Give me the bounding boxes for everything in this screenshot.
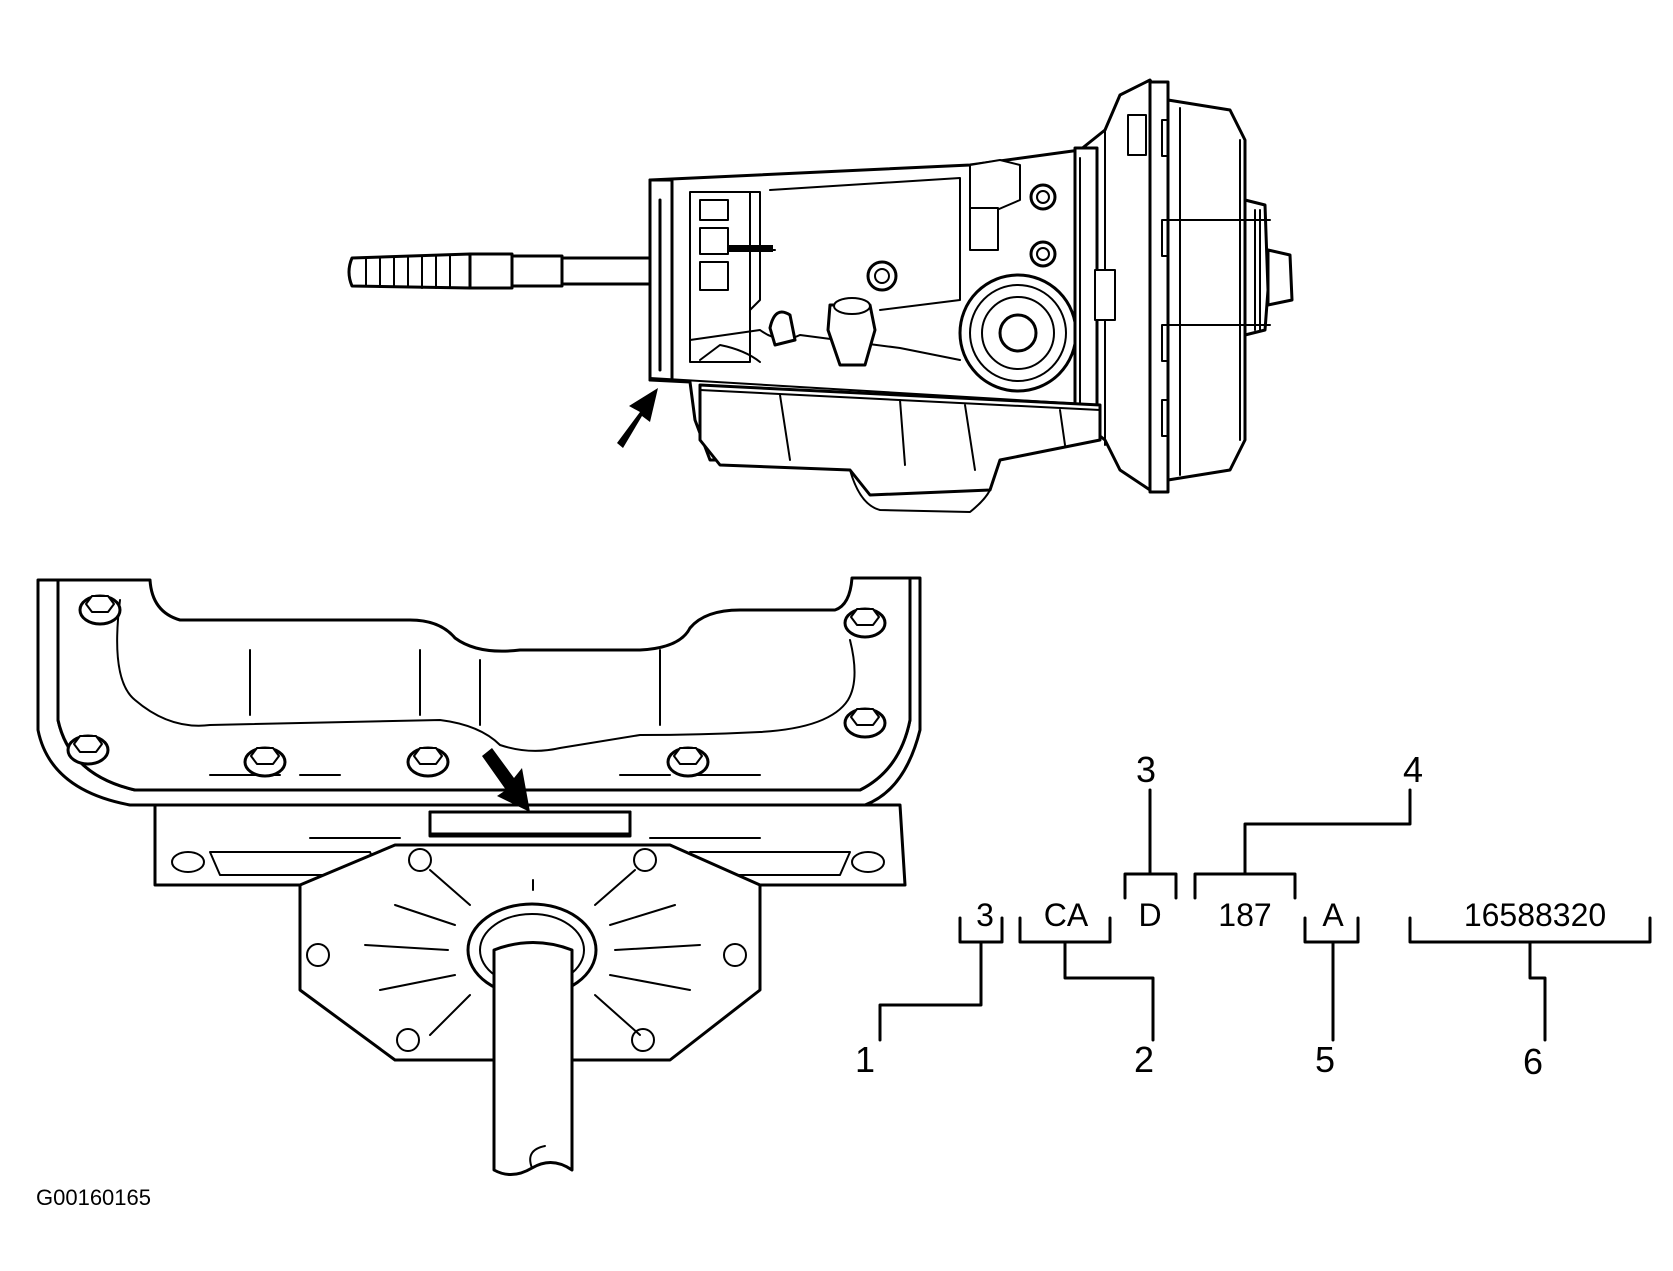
transmission-rear-view — [36, 576, 922, 1176]
oil-pan — [649, 377, 1102, 513]
callout-3: 3 — [1136, 749, 1156, 790]
code-segment-3: D — [1138, 897, 1161, 933]
location-arrow-top — [617, 388, 658, 448]
callout-4: 4 — [1403, 749, 1423, 790]
code-segment-1: 3 — [976, 897, 994, 933]
code-segment-2: CA — [1044, 897, 1089, 933]
pan-bolts — [66, 594, 887, 778]
callout-5: 5 — [1315, 1039, 1335, 1080]
transmission-side-view — [347, 78, 1294, 513]
output-shaft — [347, 252, 654, 290]
id-code-breakdown: 3 CA D 187 A 16588320 1 2 3 4 5 6 — [855, 749, 1652, 1082]
radial-ribs — [364, 869, 701, 1036]
code-segment-4: 187 — [1218, 897, 1271, 933]
code-segment-6: 16588320 — [1464, 897, 1606, 933]
callout-6: 6 — [1523, 1041, 1543, 1082]
id-tag-location — [428, 810, 632, 836]
torque-converter — [1166, 98, 1294, 482]
code-segment-5: A — [1322, 897, 1344, 933]
servo-cover — [958, 273, 1078, 393]
callout-2: 2 — [1134, 1039, 1154, 1080]
location-arrow-bottom — [482, 748, 530, 812]
figure-id: G00160165 — [36, 1185, 151, 1210]
callout-1: 1 — [855, 1039, 875, 1080]
